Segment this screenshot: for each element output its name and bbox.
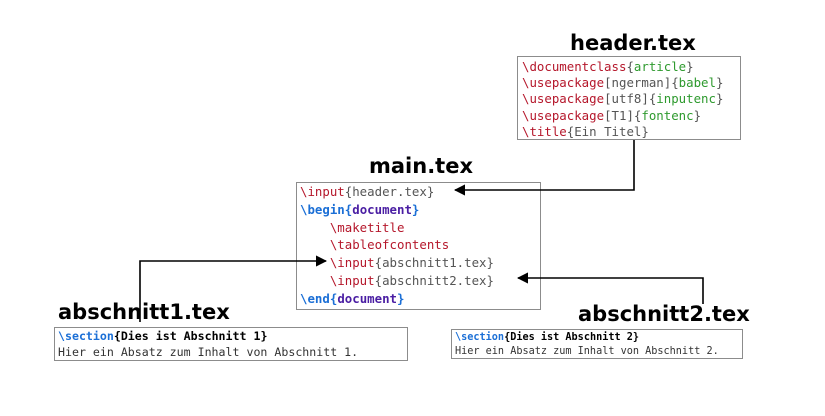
abschnitt1-file-title: abschnitt1.tex bbox=[58, 300, 230, 324]
code-token bbox=[300, 255, 330, 270]
code-token: inputenc bbox=[656, 91, 716, 107]
code-token: [utf8]{ bbox=[604, 91, 657, 107]
code-token bbox=[300, 273, 330, 288]
code-line: \input{abschnitt1.tex} bbox=[300, 254, 540, 272]
code-line: \usepackage[utf8]{inputenc} bbox=[522, 91, 740, 107]
main-file-title: main.tex bbox=[369, 154, 474, 178]
code-token: [ngerman]{ bbox=[604, 75, 679, 91]
header-code-box: \documentclass{article}\usepackage[ngerm… bbox=[517, 56, 741, 140]
code-line: \input{abschnitt2.tex} bbox=[300, 272, 540, 290]
code-token bbox=[300, 237, 330, 252]
code-line: \end{document} bbox=[300, 290, 540, 308]
code-token: { bbox=[626, 59, 634, 74]
code-token: \input bbox=[329, 272, 375, 288]
code-token: \begin bbox=[300, 201, 345, 217]
code-token: fontenc bbox=[641, 107, 694, 123]
code-line: \input{header.tex} bbox=[300, 183, 540, 201]
code-token: Hier ein Absatz zum Inhalt von Abschnitt… bbox=[58, 344, 359, 359]
code-token: article bbox=[633, 59, 687, 74]
code-line: \usepackage[T1]{fontenc} bbox=[522, 108, 740, 124]
code-token: \usepackage bbox=[522, 75, 605, 91]
code-token: } bbox=[715, 75, 724, 91]
code-line: \title{Ein Titel} bbox=[522, 124, 740, 140]
code-token: \usepackage bbox=[522, 107, 605, 123]
code-token: } bbox=[397, 290, 405, 306]
code-line: \documentclass{article} bbox=[522, 59, 740, 75]
code-token: \input bbox=[300, 184, 345, 199]
code-token: { bbox=[344, 201, 353, 217]
code-token: {Ein Titel} bbox=[566, 123, 649, 139]
code-token: } bbox=[715, 91, 724, 107]
code-token: } bbox=[260, 329, 268, 343]
code-token: document bbox=[337, 290, 397, 306]
code-token: \section bbox=[455, 332, 505, 343]
code-token: \tableofcontents bbox=[329, 237, 450, 253]
code-token: \section bbox=[58, 329, 114, 343]
abschnitt2-file-title: abschnitt2.tex bbox=[578, 302, 750, 326]
code-token: { bbox=[329, 290, 338, 306]
code-line: \usepackage[ngerman]{babel} bbox=[522, 75, 740, 91]
code-token: \maketitle bbox=[329, 219, 405, 235]
code-token: \end bbox=[300, 290, 330, 306]
code-token: document bbox=[352, 201, 412, 217]
code-line: \section{Dies ist Abschnitt 2} bbox=[455, 331, 742, 345]
code-line: \tableofcontents bbox=[300, 236, 540, 254]
abschnitt1-code-box: \section{Dies ist Abschnitt 1}Hier ein A… bbox=[54, 327, 408, 361]
code-token bbox=[300, 220, 330, 235]
code-token: { bbox=[504, 332, 511, 343]
code-token: Dies ist Abschnitt 2 bbox=[510, 332, 633, 343]
code-token: {abschnitt1.tex} bbox=[374, 255, 494, 271]
code-token: {abschnitt2.tex} bbox=[374, 272, 494, 288]
code-token: \usepackage bbox=[522, 91, 605, 107]
code-line: Hier ein Absatz zum Inhalt von Abschnitt… bbox=[455, 345, 742, 359]
code-line: Hier ein Absatz zum Inhalt von Abschnitt… bbox=[58, 345, 407, 361]
code-token: } bbox=[411, 201, 420, 217]
code-token: Hier ein Absatz zum Inhalt von Abschnitt… bbox=[455, 345, 719, 357]
code-line: \maketitle bbox=[300, 219, 540, 237]
code-line: \begin{document} bbox=[300, 201, 540, 219]
code-token: { bbox=[113, 329, 121, 343]
arrow-abschnitt2-to-main bbox=[516, 272, 704, 304]
code-line: \section{Dies ist Abschnitt 1} bbox=[58, 329, 407, 345]
code-token: Dies ist Abschnitt 1 bbox=[120, 329, 261, 343]
code-token: [T1]{ bbox=[604, 107, 642, 123]
code-token: {header.tex} bbox=[344, 184, 435, 199]
header-file-title: header.tex bbox=[570, 31, 696, 55]
code-token: } bbox=[632, 332, 640, 343]
main-code-box: \input{header.tex}\begin{document} \make… bbox=[296, 182, 541, 310]
code-token: } bbox=[686, 59, 694, 74]
code-token: } bbox=[693, 107, 702, 123]
code-token: \input bbox=[329, 255, 375, 271]
code-token: \documentclass bbox=[522, 59, 627, 74]
code-token: \title bbox=[522, 123, 567, 139]
code-token: babel bbox=[678, 75, 716, 91]
abschnitt2-code-box: \section{Dies ist Abschnitt 2}Hier ein A… bbox=[451, 329, 743, 359]
